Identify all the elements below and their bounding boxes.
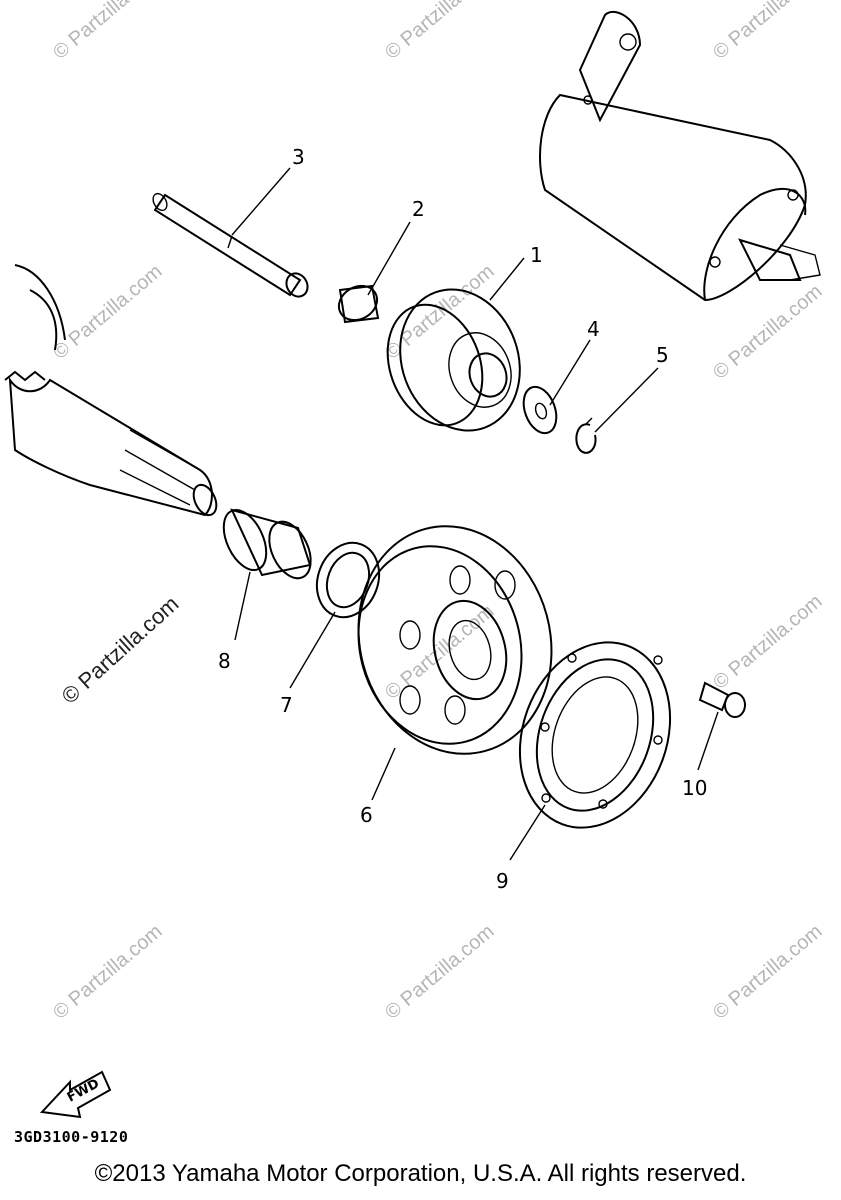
thrust-washer (315, 541, 381, 619)
watermark: © Partzilla.com (381, 0, 498, 64)
starter-motor (539, 10, 821, 302)
watermark: © Partzilla.com (709, 920, 826, 1023)
circlip (575, 417, 597, 454)
watermarks: © Partzilla.com © Partzilla.com © Partzi… (49, 0, 826, 1024)
callout-4: 4 (587, 317, 600, 341)
needle-bearing-large (222, 508, 312, 580)
callout-7: 7 (280, 693, 293, 717)
needle-bearing-small (337, 284, 380, 324)
watermark: © Partzilla.com (709, 280, 826, 383)
callout-2: 2 (412, 197, 425, 221)
callout-5: 5 (656, 343, 669, 367)
watermark: © Partzilla.com (381, 260, 498, 363)
part-code: 3GD3100-9120 (14, 1128, 129, 1146)
callout-10: 10 (682, 776, 707, 800)
starter-wheel-gear (357, 525, 553, 755)
callout-6: 6 (360, 803, 373, 827)
idler-gear (386, 288, 521, 432)
callout-3: 3 (292, 145, 305, 169)
leader-lines (231, 167, 719, 861)
watermark: © Partzilla.com (709, 590, 826, 693)
watermark: © Partzilla.com (49, 260, 166, 363)
crankshaft (4, 264, 218, 517)
shaft (152, 192, 309, 298)
callout-labels: 1 2 3 4 5 6 7 8 9 10 (218, 145, 707, 893)
fwd-arrow-icon: FWD (39, 1070, 112, 1119)
callout-9: 9 (496, 869, 509, 893)
watermark-dark: © Partzilla.com (57, 591, 184, 709)
watermark: © Partzilla.com (49, 0, 166, 64)
bolt (698, 681, 746, 718)
watermark: © Partzilla.com (49, 920, 166, 1023)
callout-1: 1 (530, 243, 543, 267)
copyright-notice: ©2013 Yamaha Motor Corporation, U.S.A. A… (94, 1160, 747, 1187)
watermark: © Partzilla.com (709, 0, 826, 64)
starter-clutch (518, 641, 672, 829)
callout-8: 8 (218, 649, 231, 673)
watermark: © Partzilla.com (381, 920, 498, 1023)
washer (522, 385, 558, 435)
